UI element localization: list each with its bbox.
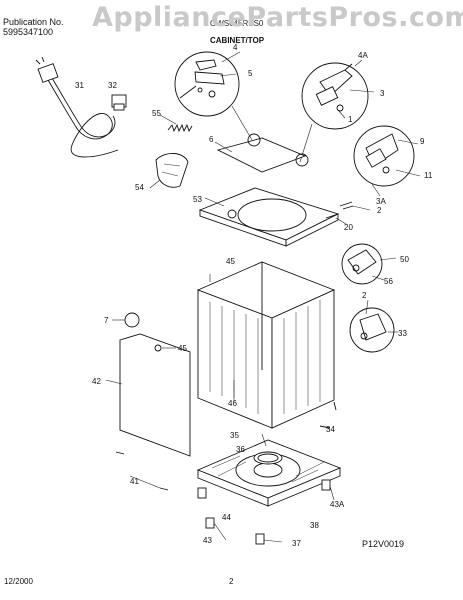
label-4: 4 [233,43,238,52]
label-6: 6 [209,135,214,144]
bracket-callout [349,299,398,353]
publication-number: 5995347100 [3,27,54,37]
hole-plug [112,312,140,328]
leveling-legs [115,401,337,545]
label-33: 33 [398,329,407,338]
label-31: 31 [75,81,84,90]
label-38: 38 [310,521,319,530]
control-part-callout [341,243,397,285]
switch-callout [353,125,421,197]
front-panel [105,333,191,457]
diagram-code: P12V0019 [362,539,405,549]
section-title: CABINET/TOP [210,36,265,45]
label-53: 53 [193,195,202,204]
label-1: 1 [348,115,353,124]
label-2-bracket: 2 [362,291,367,300]
label-54: 54 [135,183,144,192]
label-3: 3 [380,89,385,98]
label-41: 41 [130,477,139,486]
base [196,439,342,507]
label-42: 42 [92,377,101,386]
publication-date: 12/2000 [4,577,33,586]
lid-bumper [149,153,189,189]
publication-label: Publication No. [3,17,64,27]
page-number: 2 [229,577,234,586]
label-45-top: 45 [226,257,235,266]
lid-switch-callout [299,59,375,163]
label-9: 9 [420,137,425,146]
label-46: 46 [228,399,237,408]
label-2-top: 2 [377,206,382,215]
label-5: 5 [248,69,253,78]
label-44: 44 [222,513,231,522]
hinge-callout [174,51,253,141]
cabinet [196,261,336,429]
part-labels: 4 4A 5 3 1 31 32 55 6 54 53 2 20 9 11 3A… [75,43,433,548]
label-4a: 4A [358,51,368,60]
label-11: 11 [424,171,433,180]
lid [214,133,309,173]
label-20: 20 [344,223,353,232]
model-number: GWS645RBS0 [210,19,264,28]
cabinet-top [198,187,340,247]
label-55: 55 [152,109,161,118]
label-43: 43 [203,536,212,545]
power-cord [35,56,127,158]
label-36: 36 [236,445,245,454]
label-37: 37 [292,539,301,548]
label-35: 35 [230,431,239,440]
label-32: 32 [108,81,117,90]
label-3a: 3A [376,197,386,206]
label-45: 45 [178,344,187,353]
top-screws [325,201,371,225]
watermark: AppliancePartsPros.com [92,2,463,33]
label-56: 56 [384,277,393,286]
label-7: 7 [104,316,109,325]
lid-spring [159,114,193,133]
label-43a: 43A [330,500,345,509]
label-50: 50 [400,255,409,264]
label-34: 34 [326,425,335,434]
